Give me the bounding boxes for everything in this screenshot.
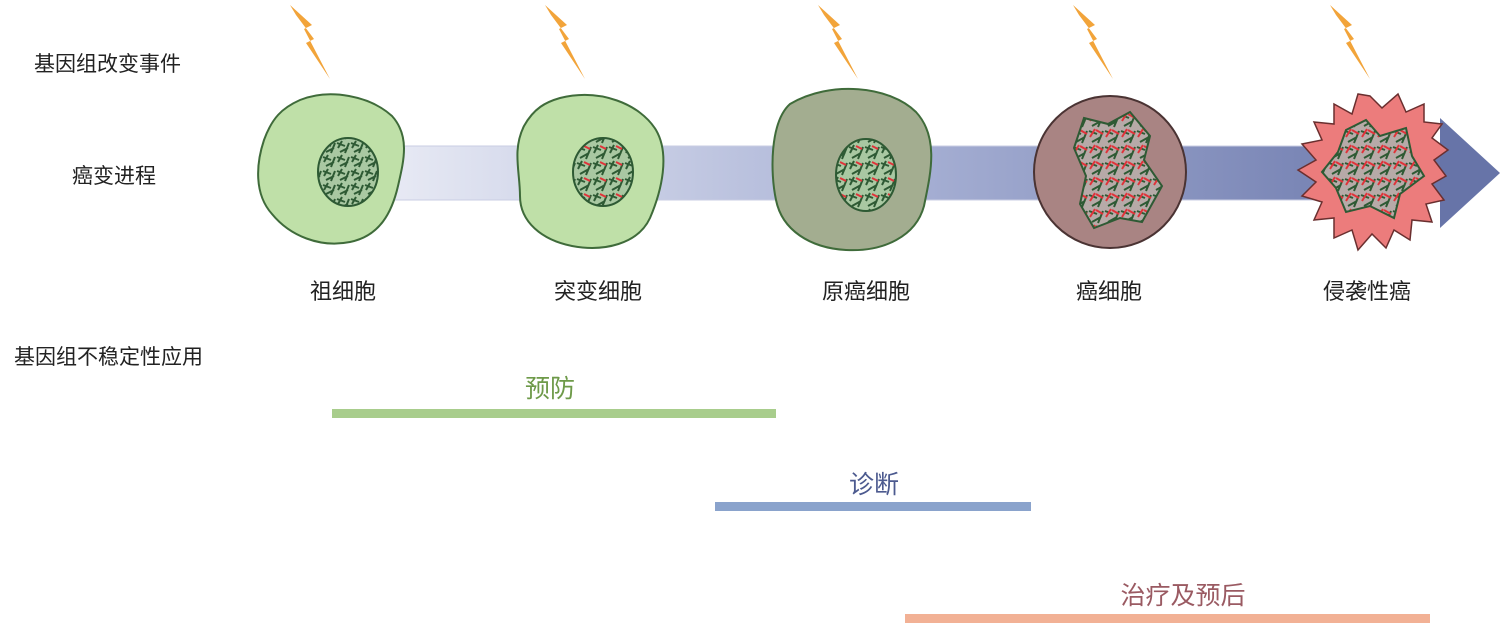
stage-label: 癌细胞: [1075, 280, 1143, 305]
stage-label: 祖细胞: [309, 280, 377, 305]
mutated-cell: [516, 94, 665, 249]
prevention-bar: [332, 409, 776, 418]
progression-label: 癌变进程: [72, 164, 156, 188]
progenitor-cell: [257, 93, 405, 245]
stage-label: 侵袭性癌: [1322, 280, 1412, 305]
cancer-cell: [1033, 95, 1187, 249]
diagnosis-label: 诊断: [848, 470, 900, 499]
lightning-icon: [1330, 5, 1370, 79]
lightning-icon: [818, 5, 858, 79]
genomic-events-label: 基因组改变事件: [34, 52, 181, 76]
prevention-label: 预防: [524, 374, 576, 403]
invasive-cancer-cell: [1296, 92, 1450, 252]
diagnosis-bar: [715, 502, 1031, 511]
precancer-cell: [771, 87, 933, 252]
stage-label: 原癌细胞: [821, 280, 911, 305]
lightning-icon: [1073, 5, 1113, 79]
lightning-icon: [290, 5, 330, 79]
treatment-prognosis-bar: [905, 614, 1430, 623]
stage-label: 突变细胞: [553, 280, 643, 305]
treatment-prognosis-label: 治疗及预后: [1120, 581, 1246, 610]
applications-label: 基因组不稳定性应用: [14, 345, 203, 369]
lightning-icon: [545, 5, 585, 79]
